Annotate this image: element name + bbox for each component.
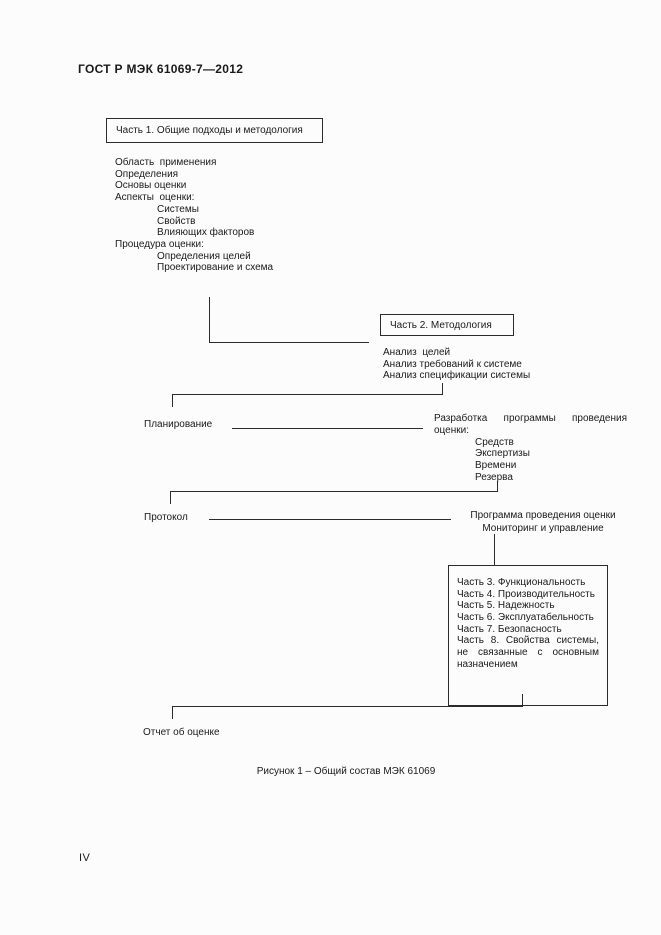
part1-subitem: Влияющих факторов [157,227,255,239]
connector-part1-vertical [209,297,210,343]
program-development-block: Разработка программы проведения оценки: … [434,413,627,484]
development-item: Средств [475,436,514,448]
part2-box: Часть 2. Методология [380,314,514,336]
program-development-items: Средств Экспертизы Времени Резерва [475,437,627,484]
planning-label: Планирование [144,419,213,430]
part2-item: Анализ спецификации системы [383,370,531,382]
connector-protocol-program [209,519,451,520]
part1-box: Часть 1. Общие подходы и методология [106,118,323,143]
parts-box-item: Часть 3. Функциональность [457,577,586,588]
connector-to-planning [172,394,173,407]
part1-subitem: Определения целей [157,250,251,262]
connector-to-report [172,706,173,719]
connector-analysis-down [442,383,443,395]
part1-item: Аспекты оценки: [115,192,195,204]
part2-box-label: Часть 2. Методология [390,319,492,331]
connector-analysis-horizontal [172,394,443,395]
development-item: Экспертизы [475,448,530,460]
protocol-label: Протокол [144,512,188,523]
parts-box-item: Часть 8. Свойства системы, не связанные … [457,635,599,670]
connector-to-protocol [170,491,171,504]
parts-box-item: Часть 4. Производительность [457,588,595,600]
connector-development-down [497,481,498,492]
connector-partsbox-down [522,694,523,707]
evaluation-program-line: Программа проведения оценки [470,510,616,521]
development-item: Резерва [475,471,513,483]
part1-subitem: Свойств [157,215,196,227]
part1-box-label: Часть 1. Общие подходы и методология [116,125,303,136]
connector-program-partsbox [494,534,495,566]
report-label: Отчет об оценке [143,727,220,738]
part1-subitem: Системы [157,203,199,215]
parts-box-item: Часть 6. Эксплуатабельность [457,611,594,623]
connector-planning-development [232,428,423,429]
monitoring-line: Мониторинг и управление [482,523,604,534]
part1-list: Область применения Определения Основы оц… [115,157,273,274]
document-number: ГОСТ Р МЭК 61069-7—2012 [78,62,244,76]
part2-list: Анализ целей Анализ требований к системе… [383,347,530,382]
parts-box-item: Часть 5. Надежность [457,600,555,612]
connector-part1-horizontal [209,342,369,343]
part1-subitem: Проектирование и схема [157,262,274,274]
parts3-8-box: Часть 3. Функциональность Часть 4. Произ… [448,565,608,706]
evaluation-program-block: Программа проведения оценки Мониторинг и… [452,509,634,535]
development-item: Времени [475,460,517,472]
part2-item: Анализ целей [383,347,451,358]
page-number: IV [79,852,91,864]
connector-partsbox-horizontal [172,706,523,707]
part1-item: Определения [115,168,179,180]
part2-item: Анализ требований к системе [383,358,522,370]
part1-item: Область применения [115,157,217,168]
parts-box-item: Часть 7. Безопасность [457,623,562,635]
part1-item: Основы оценки [115,180,187,192]
figure-caption: Рисунок 1 – Общий состав МЭК 61069 [256,766,436,777]
part1-item: Процедура оценки: [115,238,204,250]
connector-development-horizontal [170,491,498,492]
program-development-heading: Разработка программы проведения оценки: [434,413,627,436]
